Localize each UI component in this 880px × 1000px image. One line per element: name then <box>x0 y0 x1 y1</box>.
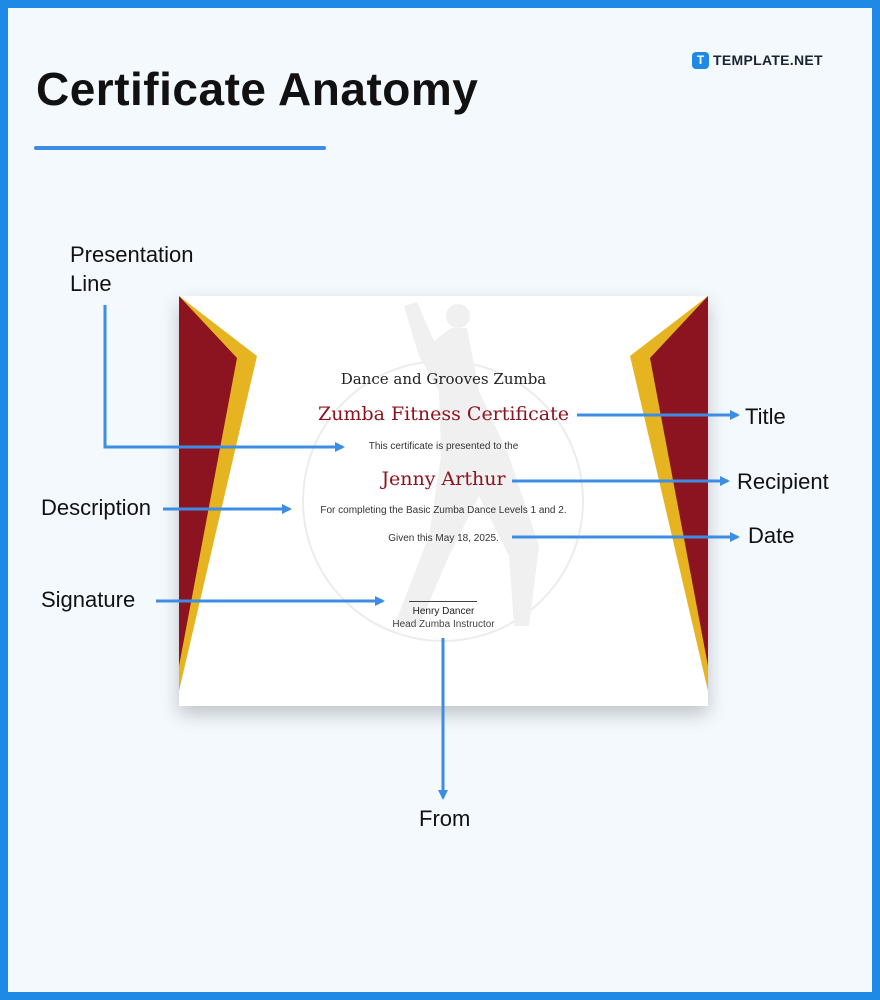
dancer-watermark-icon <box>394 302 539 626</box>
callout-date: Date <box>748 523 795 548</box>
certificate-date: Given this May 18, 2025. <box>388 533 499 544</box>
callout-recipient: Recipient <box>737 469 829 494</box>
callout-signature: Signature <box>41 587 136 612</box>
signature-line <box>409 601 477 602</box>
certificate-recipient: Jenny Arthur <box>381 468 506 490</box>
arrow-presentation-line <box>103 305 345 452</box>
certificate-description: For completing the Basic Zumba Dance Lev… <box>320 505 567 516</box>
certificate-signer-name: Henry Dancer <box>412 606 475 617</box>
callout-description: Description <box>41 495 152 520</box>
left-maroon-band <box>179 296 237 666</box>
certificate-signer-role: Head Zumba Instructor <box>392 619 495 630</box>
brand-logo-icon: T <box>692 51 709 69</box>
certificate-title: Zumba Fitness Certificate <box>318 403 569 425</box>
brand: T TEMPLATE.NET <box>692 51 823 69</box>
callout-title: Title <box>745 404 786 429</box>
certificate-decoration <box>179 296 708 691</box>
certificate-presentation-line: This certificate is presented to the <box>368 441 519 452</box>
callout-presentation-line: Presentation Line <box>70 242 194 296</box>
page-title: Certificate Anatomy <box>36 63 479 115</box>
certificate-image: Dance and Grooves Zumba Zumba Fitness Ce… <box>179 296 708 706</box>
callout-from: From <box>419 806 471 831</box>
brand-name: TEMPLATE.NET <box>713 52 823 68</box>
certificate-organization: Dance and Grooves Zumba <box>340 370 547 388</box>
title-underline <box>34 146 326 150</box>
